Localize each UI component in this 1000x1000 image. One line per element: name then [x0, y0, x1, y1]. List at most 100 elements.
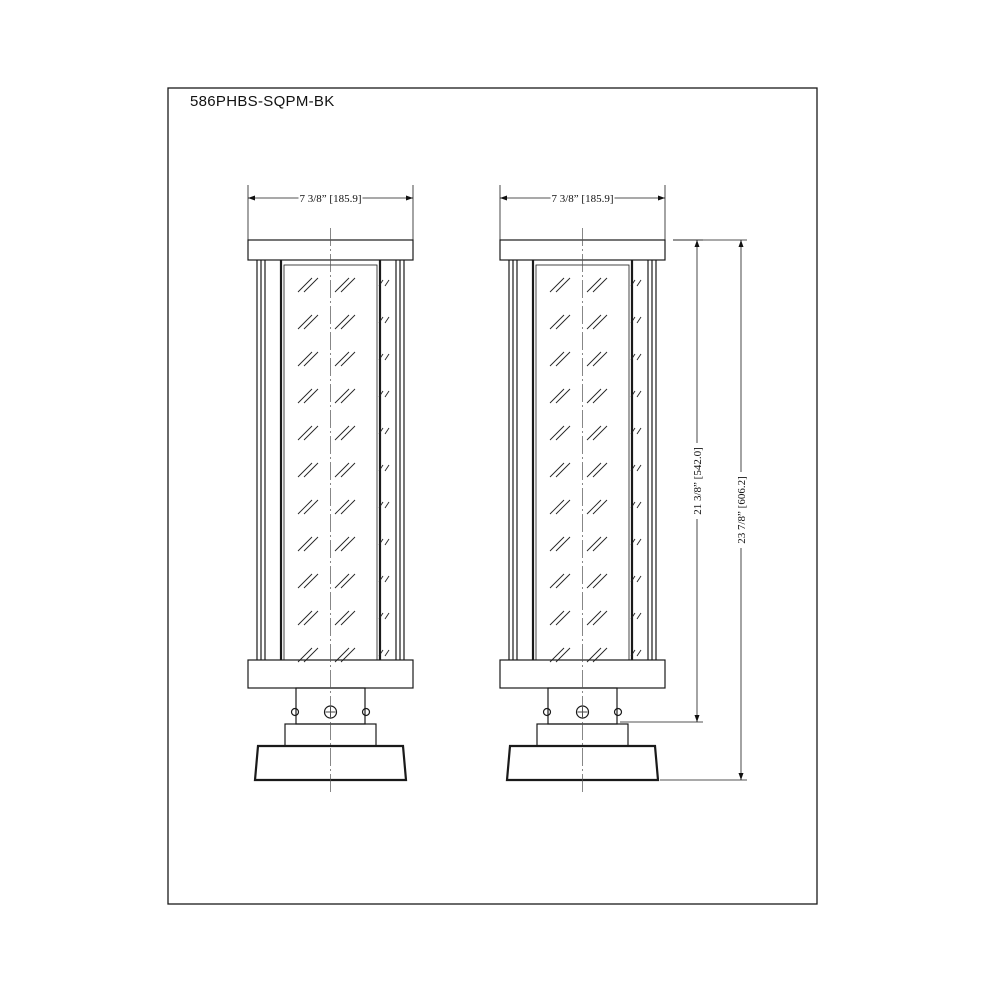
dim-label-bg [734, 472, 748, 548]
glass-hatch [630, 575, 636, 583]
drawing-frame [167, 87, 818, 905]
glass-hatch [555, 388, 571, 404]
glass-hatch [303, 499, 319, 515]
total-height-dimension: 23 7/8” [606.2] [736, 476, 748, 544]
glass-hatch [303, 610, 319, 626]
dim-arrow [406, 195, 413, 201]
glass-hatch [297, 499, 313, 515]
dim-arrow [738, 240, 744, 247]
width-dimension: 7 3/8” [185.9] [551, 193, 613, 205]
glass-hatch [378, 316, 384, 324]
glass-hatch [630, 279, 636, 287]
glass-hatch [636, 464, 642, 472]
glass-hatch [586, 351, 602, 367]
glass-hatch [555, 462, 571, 478]
glass-hatch [636, 279, 642, 287]
dim-arrow [500, 195, 507, 201]
glass-hatch [303, 277, 319, 293]
glass-hatch [555, 425, 571, 441]
glass-hatch [384, 316, 390, 324]
glass-hatch [334, 499, 350, 515]
glass-hatch [334, 351, 350, 367]
glass-hatch [384, 353, 390, 361]
glass-hatch [592, 277, 608, 293]
glass-hatch [340, 351, 356, 367]
glass-hatch [630, 501, 636, 509]
glass-hatch [586, 573, 602, 589]
glass-hatch [636, 353, 642, 361]
glass-hatch [636, 538, 642, 546]
glass-hatch [297, 388, 313, 404]
dim-arrow [694, 715, 700, 722]
dim-arrow [658, 195, 665, 201]
model-number: 586PHBS-SQPM-BK [190, 93, 335, 110]
glass-hatch [592, 314, 608, 330]
glass-hatch [384, 538, 390, 546]
glass-hatch [340, 536, 356, 552]
glass-hatch [303, 388, 319, 404]
glass-hatch [303, 314, 319, 330]
glass-hatch [549, 610, 565, 626]
glass-hatch [334, 610, 350, 626]
dim-arrow [248, 195, 255, 201]
glass-hatch [340, 277, 356, 293]
glass-hatch [549, 573, 565, 589]
overall-height-dimension: 21 3/8” [542.0] [692, 447, 704, 515]
glass-hatch [630, 353, 636, 361]
glass-hatch [378, 501, 384, 509]
glass-hatch [630, 390, 636, 398]
glass-hatch [592, 610, 608, 626]
glass-hatch [378, 538, 384, 546]
glass-hatch [555, 351, 571, 367]
glass-hatch [586, 425, 602, 441]
width-dimension: 7 3/8” [185.9] [299, 193, 361, 205]
glass-hatch [549, 462, 565, 478]
glass-hatch [378, 464, 384, 472]
glass-hatch [630, 649, 636, 657]
glass-hatch [384, 501, 390, 509]
glass-hatch [297, 277, 313, 293]
glass-hatch [340, 388, 356, 404]
glass-hatch [636, 575, 642, 583]
glass-hatch [297, 425, 313, 441]
front-view: 7 3/8” [185.9] [247, 185, 414, 792]
dim-label-bg [690, 443, 704, 519]
side-view: 7 3/8” [185.9] 21 3/8” [542.0] 23 7/8” [60… [499, 185, 748, 792]
glass-hatch [630, 612, 636, 620]
glass-hatch [340, 610, 356, 626]
glass-hatch [378, 612, 384, 620]
glass-hatch [378, 390, 384, 398]
glass-hatch [630, 538, 636, 546]
glass-hatch [549, 351, 565, 367]
glass-hatch [555, 499, 571, 515]
glass-hatch [297, 462, 313, 478]
dim-label-bg [550, 191, 615, 204]
glass-hatch [334, 573, 350, 589]
glass-hatch [592, 536, 608, 552]
glass-hatch [549, 314, 565, 330]
glass-hatch [555, 277, 571, 293]
glass-hatch [586, 499, 602, 515]
dim-arrow [738, 773, 744, 780]
glass-hatch [630, 316, 636, 324]
glass-hatch [592, 388, 608, 404]
glass-hatch [334, 536, 350, 552]
glass-hatch [303, 351, 319, 367]
glass-hatch [384, 612, 390, 620]
glass-hatch [378, 649, 384, 657]
glass-hatch [630, 427, 636, 435]
glass-hatch [378, 575, 384, 583]
glass-hatch [340, 573, 356, 589]
glass-hatch [384, 575, 390, 583]
glass-hatch [384, 390, 390, 398]
set-screw-right [613, 707, 623, 717]
glass-hatch [340, 462, 356, 478]
glass-hatch [592, 499, 608, 515]
glass-hatch [340, 314, 356, 330]
glass-hatch [592, 462, 608, 478]
glass-hatch [340, 499, 356, 515]
glass-hatch [636, 649, 642, 657]
glass-hatch [549, 277, 565, 293]
glass-hatch [586, 388, 602, 404]
